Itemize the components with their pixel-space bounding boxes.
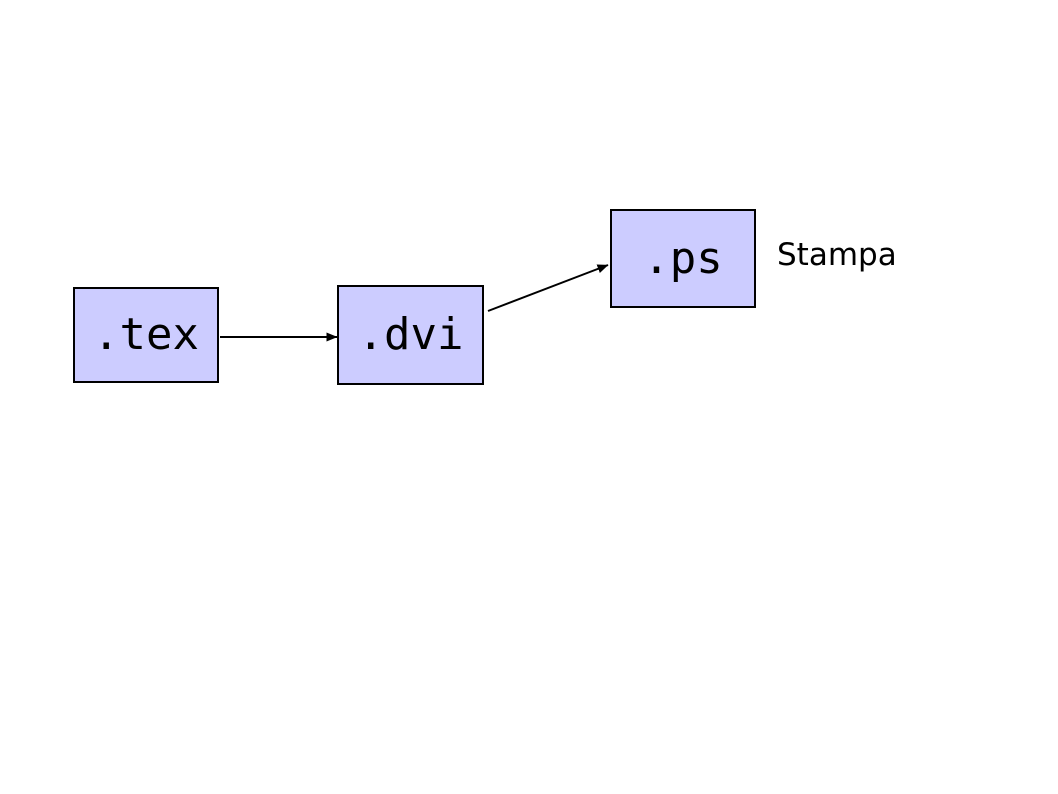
node-ps[interactable]: .ps (610, 209, 756, 308)
node-tex-label: .tex (93, 309, 199, 360)
node-dvi-label: .dvi (357, 309, 464, 360)
edge-dvi-to-ps (487, 264, 609, 312)
node-dvi[interactable]: .dvi (337, 285, 484, 385)
node-ps-label: .ps (643, 232, 723, 284)
node-tex[interactable]: .tex (73, 287, 219, 383)
annotation-stampa: Stampa (777, 237, 897, 273)
